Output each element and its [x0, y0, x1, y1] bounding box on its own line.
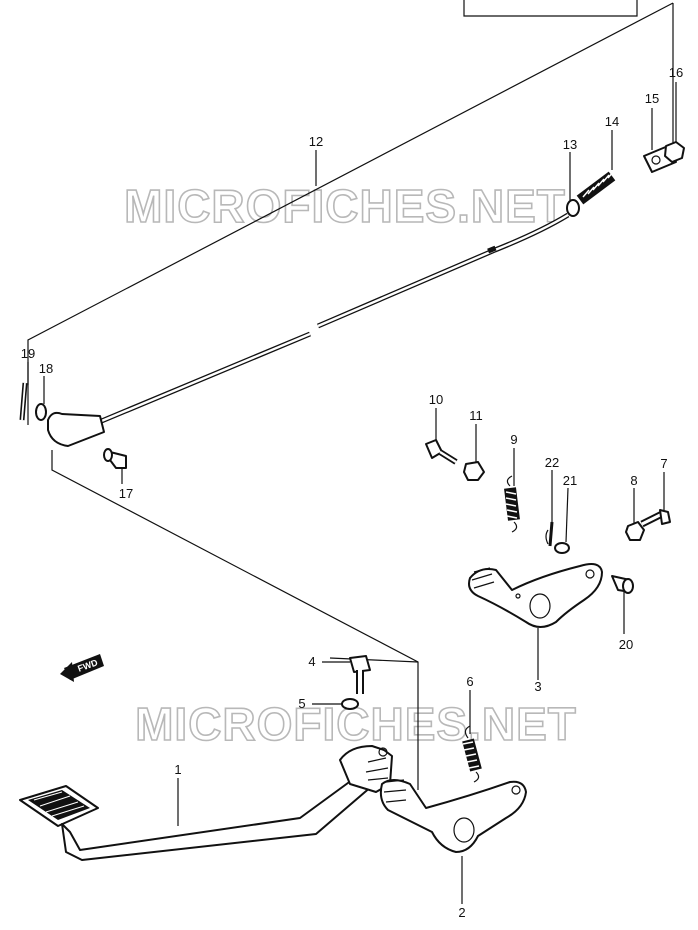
brake-arm-3: [468, 563, 603, 628]
group-line-arm: [329, 657, 419, 663]
label-part-12: 12: [309, 134, 323, 149]
label-part-11: 11: [469, 408, 483, 423]
label-part-8: 8: [630, 473, 637, 488]
nut-16: [664, 141, 685, 163]
washer-18: [35, 403, 47, 421]
label-part-15: 15: [645, 91, 659, 106]
leader-lines: [27, 82, 677, 904]
watermark-top: MICROFICHES.NET: [124, 180, 566, 232]
fwd-arrow-icon: FWD: [60, 654, 104, 682]
brake-rod: [91, 212, 570, 428]
bolt-10: [425, 439, 458, 465]
spring-9: [504, 475, 520, 533]
clevis-pin-17: [103, 448, 127, 469]
pin-22: [545, 521, 554, 547]
rod-end-fitting: [47, 411, 105, 447]
label-part-14: 14: [605, 114, 619, 129]
washer-13: [566, 199, 580, 217]
reference-box: [463, 0, 638, 17]
label-part-1: 1: [174, 762, 181, 777]
brake-pedal-1: [19, 745, 393, 861]
label-part-6: 6: [466, 674, 473, 689]
spring-14: [576, 170, 616, 205]
label-part-2: 2: [458, 905, 465, 920]
pedal-arm-2: [379, 779, 527, 853]
pin-20: [611, 575, 634, 594]
bolt-7: [640, 509, 671, 528]
label-part-21: 21: [563, 473, 577, 488]
nut-8: [625, 521, 645, 541]
label-part-10: 10: [429, 392, 443, 407]
label-part-13: 13: [563, 137, 577, 152]
group-line-pedal: [51, 450, 419, 790]
washer-21: [554, 542, 570, 554]
cotter-pin-19: [19, 382, 28, 421]
bolt-4: [349, 655, 371, 694]
label-part-18: 18: [39, 361, 53, 376]
spring-6: [462, 725, 482, 783]
group-line-rod: [27, 2, 674, 425]
label-part-19: 19: [21, 346, 35, 361]
label-part-17: 17: [119, 486, 133, 501]
nut-11: [463, 461, 485, 481]
label-part-9: 9: [510, 432, 517, 447]
label-part-7: 7: [660, 456, 667, 471]
label-part-3: 3: [534, 679, 541, 694]
washer-5: [341, 698, 359, 710]
label-part-22: 22: [545, 455, 559, 470]
label-part-20: 20: [619, 637, 633, 652]
label-part-4: 4: [308, 654, 315, 669]
label-part-16: 16: [669, 65, 683, 80]
label-part-5: 5: [298, 696, 305, 711]
